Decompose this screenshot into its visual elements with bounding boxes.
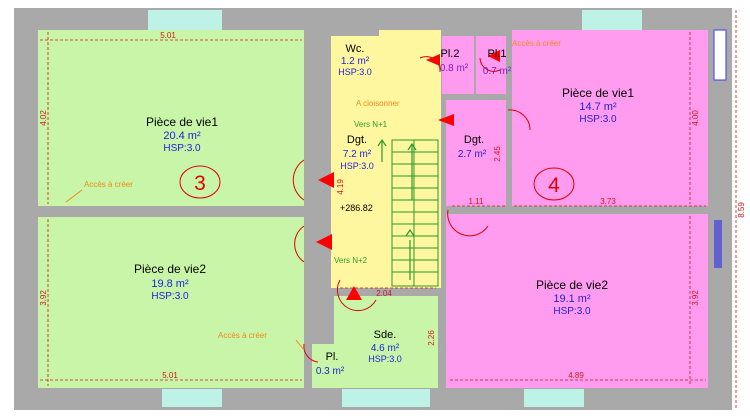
sde-hsp: HSP:3.0 xyxy=(368,354,402,364)
window-right-upper xyxy=(713,29,727,81)
dgt-center-name: Dgt. xyxy=(347,134,367,146)
window-bottom-left xyxy=(162,389,222,407)
note-acces-left-top: Accès à créer xyxy=(84,180,133,189)
window-top-left xyxy=(148,10,222,30)
apartment-4-label: 4 xyxy=(548,174,560,197)
room-dgt-right xyxy=(446,100,506,206)
right-living1-hsp: HSP:3.0 xyxy=(579,114,617,125)
right-living2-hsp: HSP:3.0 xyxy=(553,306,591,317)
access-markers xyxy=(65,189,305,351)
left-living2-area: 19.8 m² xyxy=(151,278,189,290)
room-pl-small xyxy=(312,344,346,388)
note-acces-left-bottom: Accès à créer xyxy=(218,331,267,340)
stair-direction-arrows xyxy=(377,138,417,280)
dim-bottom-right-width: 4.89 xyxy=(568,371,584,380)
room-right-living2 xyxy=(446,214,708,388)
left-living2-name: Pièce de vie2 xyxy=(134,262,206,276)
room-left-living1 xyxy=(38,30,304,206)
apartment-3-label: 3 xyxy=(194,172,206,195)
staircase xyxy=(391,139,439,287)
room-wc xyxy=(331,36,379,92)
right-living2-area: 19.1 m² xyxy=(553,293,591,305)
note-vers-n2: Vers N+2 xyxy=(334,256,368,265)
apartment-4-circle xyxy=(533,167,575,201)
pl1-name: Pl.1 xyxy=(488,48,507,60)
window-top-right xyxy=(582,10,642,30)
dim-left-bottom-height: 3.92 xyxy=(39,290,48,306)
sde-area: 4.6 m² xyxy=(371,343,400,354)
room-pl2 xyxy=(442,36,474,94)
left-living1-hsp: HSP:3.0 xyxy=(163,143,201,154)
dgt-right-area: 2.7 m² xyxy=(458,149,487,160)
pl1-area: 0.7 m² xyxy=(483,66,512,77)
dim-right-bottom-height: 3.92 xyxy=(691,290,700,306)
room-pl1 xyxy=(476,36,506,94)
left-living1-area: 20.4 m² xyxy=(163,130,201,142)
dim-outer-height: 8.59 xyxy=(737,202,746,218)
left-living2-hsp: HSP:3.0 xyxy=(151,291,189,302)
pl-small-name: Pl. xyxy=(326,351,339,363)
sde-name: Sde. xyxy=(374,329,397,341)
dim-sde-height: 2.26 xyxy=(427,330,436,346)
note-vers-n1: Vers N+1 xyxy=(354,120,388,129)
dgt-center-hsp: HSP:3.0 xyxy=(340,161,374,171)
apartment-3-circle xyxy=(179,165,221,199)
dim-dgt-height: 4.19 xyxy=(336,179,345,195)
wc-area: 1.2 m² xyxy=(341,56,370,67)
dim-bottom-left-width: 5.01 xyxy=(162,371,178,380)
note-acces-right-top: Accès à créer xyxy=(512,39,561,48)
door-arrows xyxy=(316,50,500,300)
dim-right-top-height: 4.00 xyxy=(691,110,700,126)
dgt-center-area: 7.2 m² xyxy=(343,149,372,160)
pl2-name: Pl.2 xyxy=(441,48,460,60)
right-living1-name: Pièce de vie1 xyxy=(562,86,634,100)
room-left-living2 xyxy=(38,217,304,388)
dgt-right-name: Dgt. xyxy=(464,134,484,146)
pl-small-area: 0.3 m² xyxy=(316,366,345,377)
dim-right-mid-width: 3.73 xyxy=(600,197,616,206)
dim-stair-width: 2.04 xyxy=(376,289,392,298)
room-sde xyxy=(334,296,438,388)
dim-dgt-right-height: 2.45 xyxy=(493,146,502,162)
window-bottom-center xyxy=(342,389,430,407)
wc-name: Wc. xyxy=(346,43,365,55)
room-right-living1 xyxy=(512,30,708,206)
dim-left-top-height: 4.02 xyxy=(39,110,48,126)
wc-hsp: HSP:3.0 xyxy=(338,67,372,77)
note-level: +286.82 xyxy=(340,203,373,213)
pl2-area: 0.8 m² xyxy=(440,63,469,74)
dim-dgt-right-width: 1.11 xyxy=(469,197,485,206)
window-bottom-right xyxy=(524,389,584,407)
left-living1-name: Pièce de vie1 xyxy=(146,115,218,129)
dimension-lines xyxy=(40,10,737,408)
room-dgt-center xyxy=(331,92,441,288)
right-living2-name: Pièce de vie2 xyxy=(536,278,608,292)
note-a-cloisonner: A cloisonner xyxy=(356,99,400,108)
dim-top-left-width: 5.01 xyxy=(160,31,176,40)
doors xyxy=(292,56,531,363)
window-right-lower xyxy=(714,220,722,268)
right-living1-area: 14.7 m² xyxy=(579,101,617,113)
